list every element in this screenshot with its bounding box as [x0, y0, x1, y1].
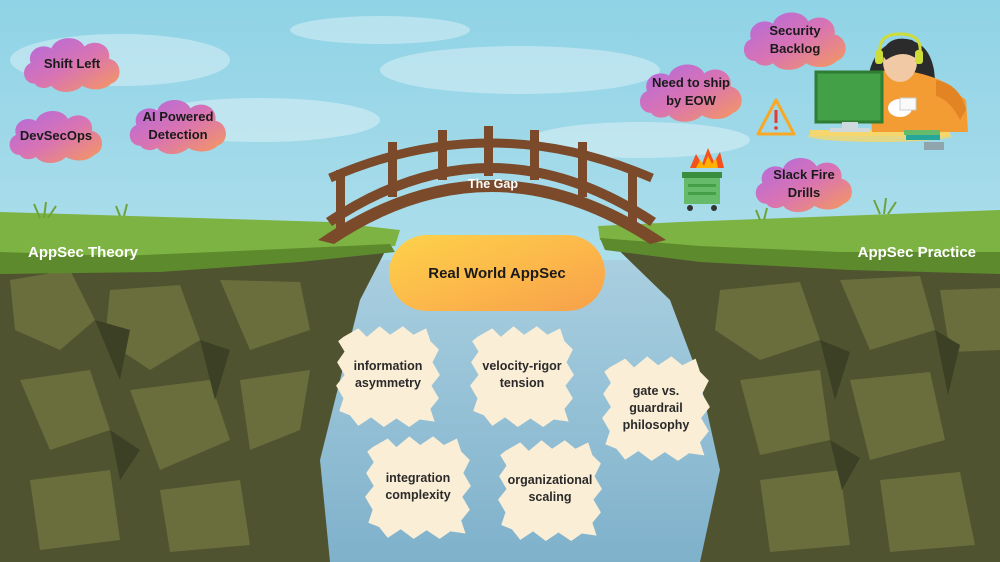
factor-integration-complexity: integration complexity	[385, 471, 451, 502]
left-side-label: AppSec Theory	[28, 244, 139, 261]
cloud-ai-powered-detection: AI Powered Detection	[142, 109, 214, 142]
center-pill: Real World AppSec	[389, 235, 605, 311]
cloud-security-backlog: Security Backlog	[769, 23, 821, 56]
factor-gate-vs-guardrail: gate vs. guardrail philosophy	[622, 383, 690, 432]
cloud-shift-left: Shift Left	[43, 56, 101, 71]
center-label: Real World AppSec	[428, 264, 566, 282]
factor-information-asymmetry: information asymmetry	[353, 359, 423, 390]
warning-icon	[756, 98, 796, 136]
factor-velocity-rigor-tension: velocity-rigor tension	[482, 359, 562, 390]
cloud-need-to-ship: Need to ship by EOW	[651, 75, 730, 108]
factor-organizational-scaling: organizational scaling	[507, 473, 593, 504]
developer-at-desk-illustration	[808, 32, 968, 150]
dumpster-fire-icon	[682, 148, 724, 211]
right-side-label: AppSec Practice	[857, 244, 976, 261]
left-cliff	[0, 212, 400, 562]
right-cliff	[598, 210, 1000, 562]
cloud-slack-fire-drills: Slack Fire Drills	[773, 167, 835, 200]
cloud-devsecops: DevSecOps	[19, 128, 93, 143]
gap-label: The Gap	[467, 177, 518, 191]
bridge	[318, 126, 666, 244]
